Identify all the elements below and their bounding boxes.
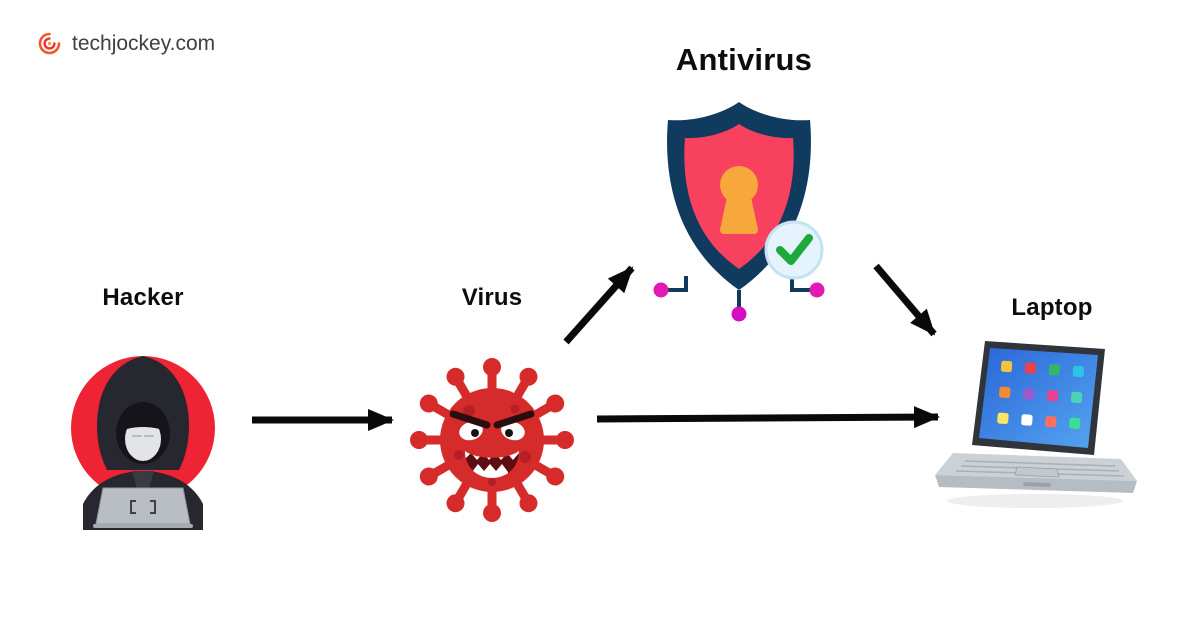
antivirus-shield-icon: [644, 92, 844, 326]
brand-name: techjockey.com: [72, 31, 216, 55]
arrow-virus-to-antivirus: [563, 265, 635, 345]
virus-icon: [397, 345, 587, 535]
laptop-label: Laptop: [1011, 294, 1093, 321]
arrow-virus-to-laptop: [596, 406, 940, 429]
hacker-icon: [63, 340, 223, 530]
virus-label: Virus: [461, 284, 523, 311]
antivirus-label: Antivirus: [675, 42, 813, 77]
hacker-label: Hacker: [102, 284, 184, 311]
techjockey-logo-icon: [36, 30, 63, 57]
arrow-antivirus-to-laptop: [873, 263, 937, 337]
brand: techjockey.com: [36, 30, 215, 57]
laptop-icon: [925, 335, 1140, 525]
